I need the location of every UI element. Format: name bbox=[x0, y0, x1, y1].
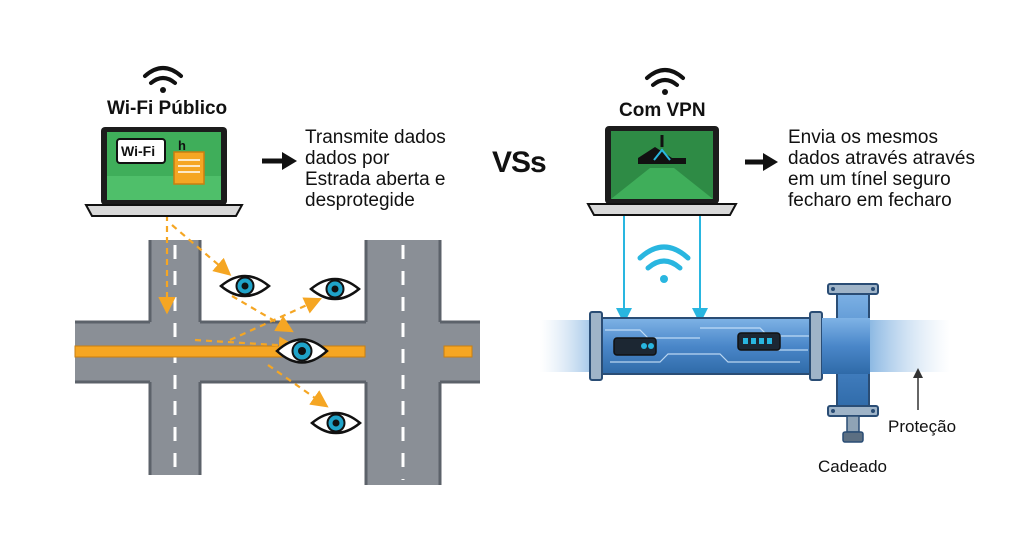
svg-text:h: h bbox=[178, 138, 186, 153]
data-flow-lines bbox=[616, 216, 708, 324]
eye-icon bbox=[219, 274, 271, 298]
right-description: Envia os mesmos dados através através em… bbox=[788, 127, 975, 211]
left-title: Wi-Fi Público bbox=[107, 98, 228, 119]
left-description-line: Transmite dados bbox=[305, 127, 446, 148]
wifi-icon bbox=[645, 68, 685, 95]
wifi-icon bbox=[143, 66, 183, 93]
lock-label: Cadeado bbox=[818, 457, 888, 476]
vs-label: VSs bbox=[492, 146, 547, 179]
right-description-line: dados através através bbox=[788, 148, 975, 169]
laptop-right bbox=[586, 126, 738, 216]
protection-label: Proteção bbox=[888, 417, 957, 436]
eye-icon bbox=[309, 277, 361, 301]
protection-pointer bbox=[913, 368, 923, 410]
wifi-signal-icon bbox=[637, 244, 691, 283]
road-network bbox=[74, 240, 480, 485]
left-description-line: Estrada aberta e bbox=[305, 169, 446, 190]
data-path-arrows bbox=[158, 215, 329, 408]
left-description-line: desprotegide bbox=[305, 190, 415, 211]
right-description-line: Envia os mesmos bbox=[788, 127, 938, 148]
laptop-left: h bbox=[84, 127, 244, 217]
arrow-right-icon bbox=[262, 152, 297, 170]
right-title: Com VPN bbox=[619, 100, 706, 121]
left-description: Transmite dados dados por Estrada aberta… bbox=[305, 127, 446, 211]
right-description-line: fecharo em fecharo bbox=[788, 190, 952, 211]
secure-tunnel bbox=[540, 311, 950, 381]
right-description-line: em um tínel seguro bbox=[788, 169, 951, 190]
eye-icon bbox=[275, 338, 329, 364]
left-description-line: dados por bbox=[305, 148, 390, 169]
eye-icon bbox=[310, 411, 362, 435]
arrow-right-icon bbox=[745, 153, 778, 171]
wifi-tag: Wi-Fi bbox=[121, 143, 156, 159]
pipe-junction bbox=[822, 283, 879, 443]
